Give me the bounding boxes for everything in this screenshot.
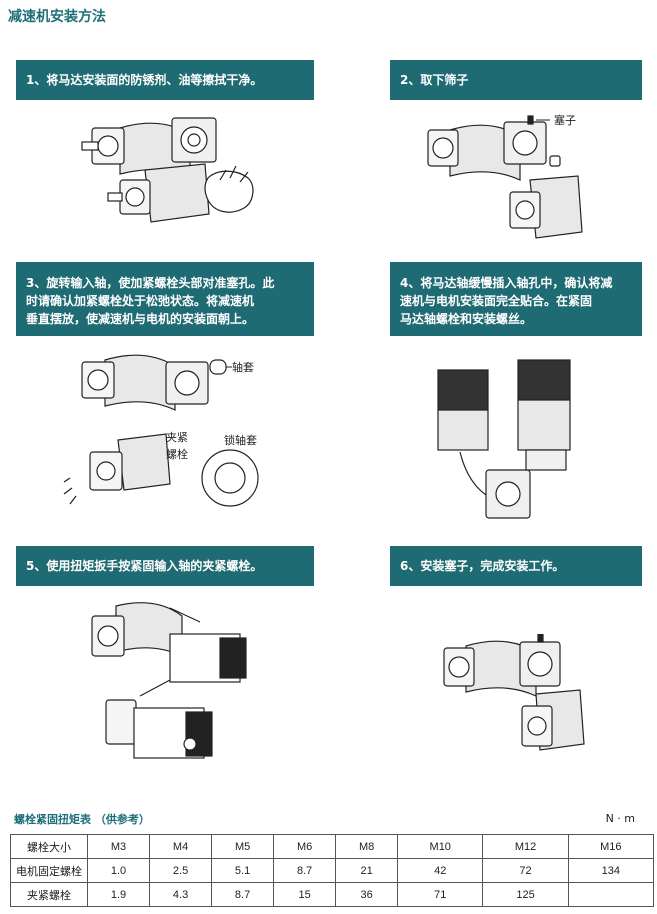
table-cell: 134 [567,858,655,883]
sleeve-callout: 轴套 [232,360,254,374]
row-label: 夹紧螺栓 [10,882,88,907]
step-3-illustration: 轴套 夹紧 螺栓 锁轴套 [63,354,259,507]
header-size: M16 [567,834,655,859]
header-label: 螺栓大小 [10,834,88,859]
table-cell: 36 [335,882,399,907]
header-size: M10 [397,834,484,859]
step-1-banner: 1、将马达安装面的防锈剂、油等擦拭干净。 [16,60,314,100]
page-title: 减速机安装方法 [8,9,106,25]
step-2-illustration: 塞子 [427,113,583,239]
torque-unit: N · m [605,812,635,825]
table-cell: 5.1 [211,858,275,883]
step-5-banner: 5、使用扭矩扳手按紧固输入轴的夹紧螺栓。 [16,546,314,586]
table-cell: 42 [397,858,484,883]
header-size: M3 [86,834,151,859]
torque-table-title: 螺栓紧固扭矩表 （供参考） [14,813,150,826]
step-6-banner: 6、安装塞子，完成安装工作。 [390,546,642,586]
table-cell: 8.7 [273,858,337,883]
step-4-banner: 4、将马达轴缓慢插入轴孔中，确认将减 速机与电机安装面完全贴合。在紧固 马达轴螺… [390,262,642,336]
torque-table: 螺栓大小 M3 M4 M5 M6 M8 M10 M12 M16 电机固定螺栓 1… [10,834,655,907]
header-size: M5 [211,834,275,859]
step-4-illustration [437,359,571,519]
step-2-banner: 2、取下筛子 [390,60,642,100]
table-cell: 4.3 [149,882,213,907]
table-cell: 71 [397,882,484,907]
table-cell: 72 [482,858,569,883]
step-5-illustration [91,602,247,759]
plug-callout: 塞子 [554,113,576,127]
step-1-illustration [81,117,254,223]
table-cell [567,882,655,907]
table-cell: 125 [482,882,569,907]
table-cell: 15 [273,882,337,907]
row-label: 电机固定螺栓 [10,858,88,883]
header-size: M4 [149,834,213,859]
step-3-banner: 3、旋转输入轴，使加紧螺栓头部对准塞孔。此 时请确认加紧螺栓处于松弛状态。将减速… [16,262,314,336]
clamp-bolt-callout-2: 螺栓 [166,447,188,461]
clamp-bolt-callout-1: 夹紧 [166,431,188,444]
table-cell: 1.9 [86,882,151,907]
step-6-illustration [443,634,585,751]
header-size: M8 [335,834,399,859]
table-row: 电机固定螺栓 1.0 2.5 5.1 8.7 21 42 72 134 [10,858,655,883]
table-cell: 21 [335,858,399,883]
header-size: M12 [482,834,569,859]
table-cell: 1.0 [86,858,151,883]
table-cell: 2.5 [149,858,213,883]
lock-sleeve-callout: 锁轴套 [224,433,257,447]
table-header-row: 螺栓大小 M3 M4 M5 M6 M8 M10 M12 M16 [10,834,655,859]
table-cell: 8.7 [211,882,275,907]
header-size: M6 [273,834,337,859]
table-row: 夹紧螺栓 1.9 4.3 8.7 15 36 71 125 [10,882,655,907]
